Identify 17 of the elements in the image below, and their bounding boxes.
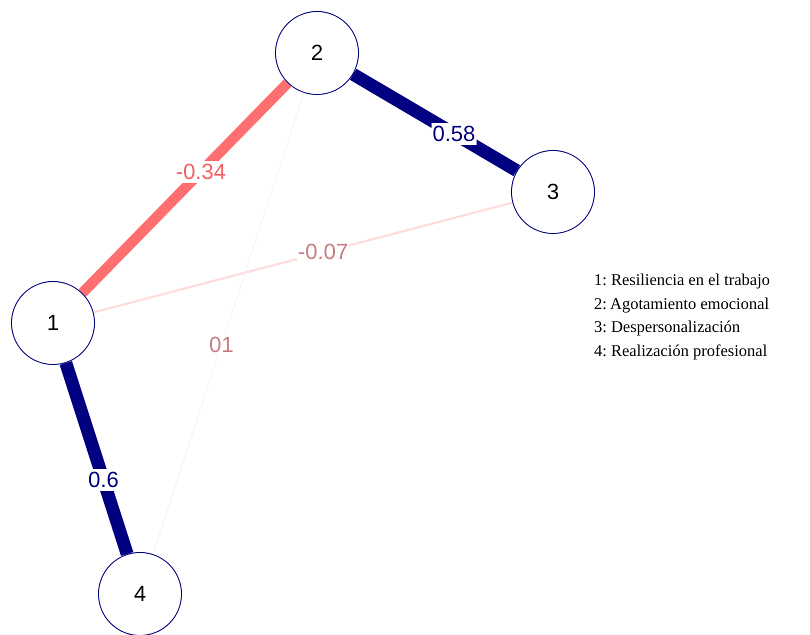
node-number: 4 — [134, 581, 146, 607]
legend-text: 2: Agotamiento emocional — [594, 296, 770, 312]
edge-label: -0.34 — [174, 160, 227, 183]
node-number: 3 — [546, 179, 560, 205]
edge-label: 0.6 — [87, 469, 120, 492]
legend-text: 4: Realización profesional — [594, 342, 768, 359]
edge-line — [152, 92, 304, 555]
edge-line — [350, 68, 520, 176]
legend-text: 1: Resiliencia en el trabajo — [594, 272, 770, 288]
node-number: 1 — [46, 310, 60, 336]
edge-line — [78, 79, 292, 297]
edge-label: -0.07 — [296, 241, 350, 264]
edge-label: 0.58 — [431, 122, 476, 145]
legend-text: 3: Despersonalización — [594, 319, 740, 336]
edge-line — [60, 361, 134, 556]
edge-label: 01 — [208, 334, 235, 356]
node-number: 2 — [310, 40, 324, 66]
